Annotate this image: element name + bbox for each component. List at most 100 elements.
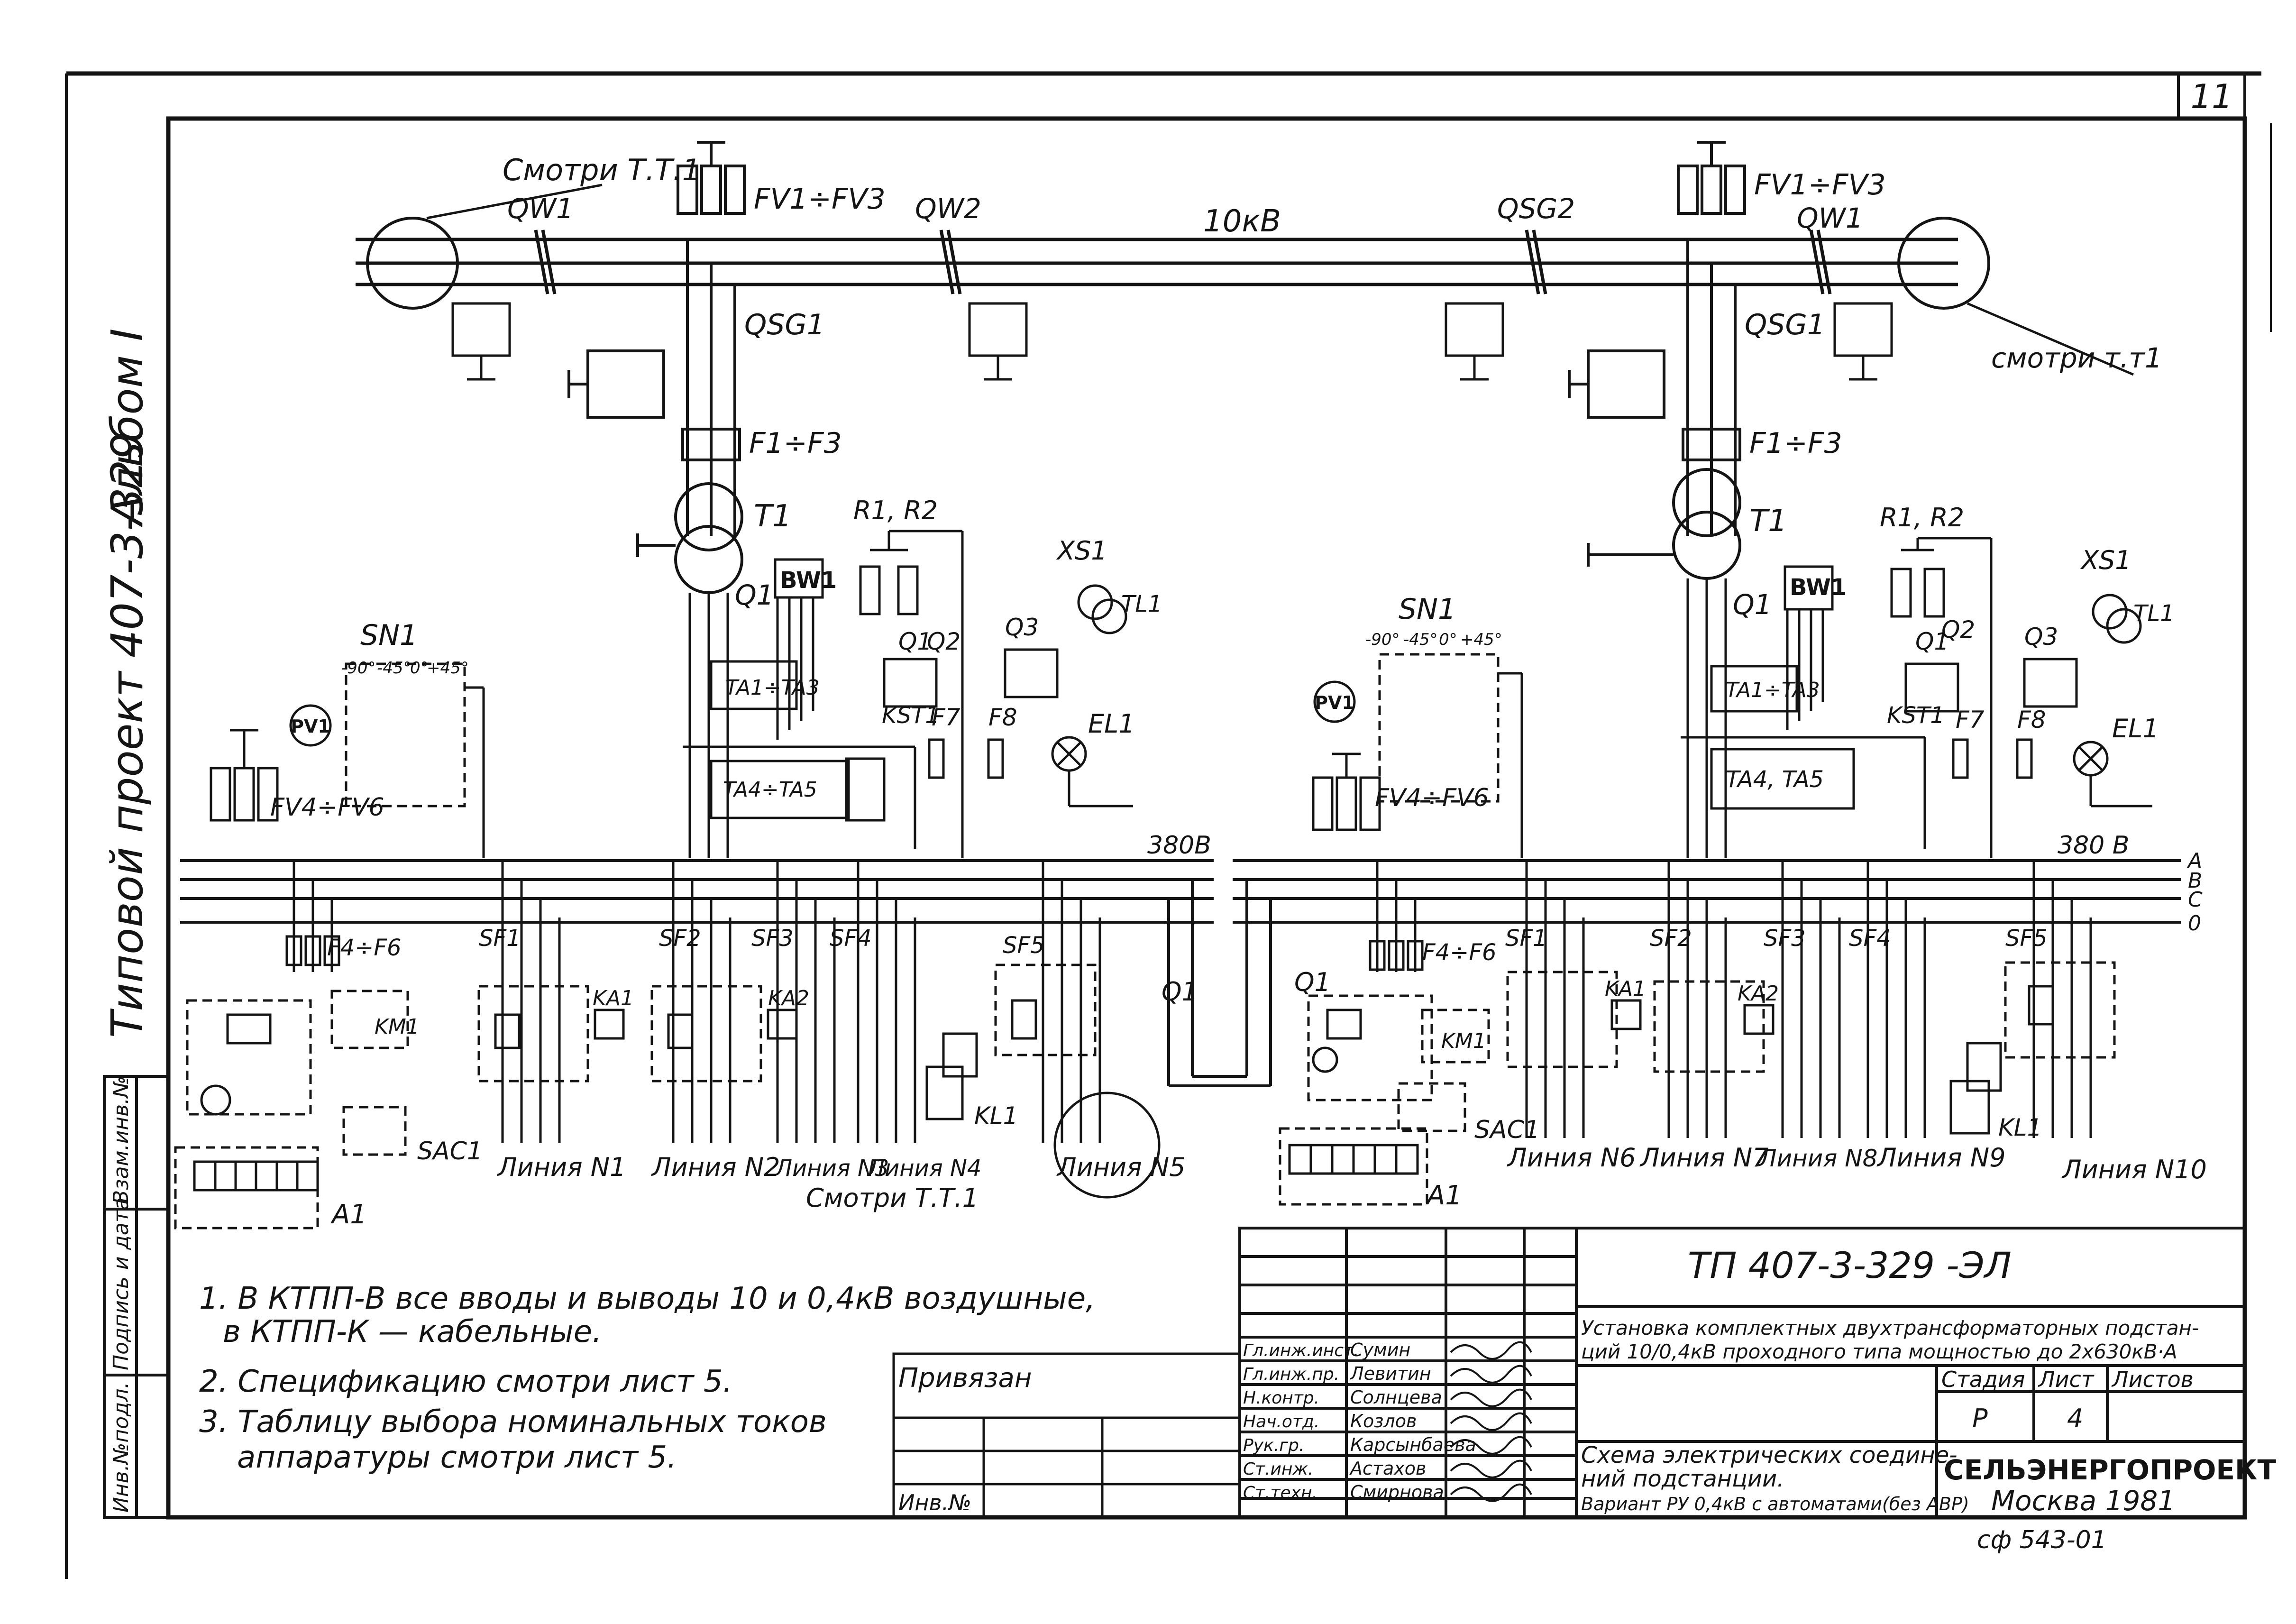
margin-replace-inv: Взам.инв.№ — [109, 1076, 133, 1204]
label-line-n9: Линия N9 — [1876, 1143, 2006, 1173]
label-angle-1-left: -90° — [341, 659, 376, 678]
label-bw1-right: BW1 — [1790, 574, 1847, 601]
header-stage: Стадия — [1941, 1367, 2025, 1392]
label-kst1-right: KST1 — [1887, 702, 1945, 729]
label-sf4-right: SF4 — [1849, 925, 1891, 952]
label-xs1-left: XS1 — [1056, 536, 1107, 566]
staff-name: Левитин — [1349, 1363, 1431, 1384]
label-angle-1-right: -90° — [1365, 630, 1400, 649]
label-angle-2-right: -45° — [1403, 630, 1438, 649]
label-f4-f6-left: F4÷F6 — [327, 935, 402, 961]
page-number: 11 — [2190, 77, 2232, 116]
label-line-n1: Линия N1 — [497, 1152, 626, 1182]
label-q3-right: Q3 — [2024, 623, 2058, 651]
bottom-code: сф 543-01 — [1977, 1526, 2107, 1554]
label-el1-left: EL1 — [1088, 709, 1135, 739]
label-pv1-right: PV1 — [1315, 692, 1354, 713]
bus-380-left — [180, 859, 1214, 924]
header-sheet: Лист — [2038, 1367, 2095, 1392]
staff-name: Козлов — [1350, 1411, 1417, 1431]
label-line-n10: Линия N10 — [2061, 1155, 2207, 1184]
label-t1-left: T1 — [754, 499, 792, 534]
label-ka1-right: KA1 — [1605, 977, 1646, 1001]
label-bw1-left: BW1 — [780, 567, 837, 594]
label-f8-left: F8 — [988, 704, 1017, 731]
label-line-n2: Линия N2 — [651, 1152, 780, 1182]
note-1-cont: в КТПП-К — кабельные. — [223, 1314, 602, 1349]
label-sf3-left: SF3 — [751, 925, 794, 952]
label-line-n7: Линия N7 — [1639, 1143, 1769, 1173]
label-qsg2: QSG2 — [1497, 193, 1575, 225]
city-year: Москва 1981 — [1991, 1485, 2175, 1517]
busbar-earthing-blocks — [451, 302, 1893, 381]
label-xs1-right: XS1 — [2080, 545, 2131, 575]
label-ta4-ta5-left: TA4÷TA5 — [723, 778, 817, 802]
label-q3-left: Q3 — [1005, 614, 1039, 641]
label-phase-b: B — [2188, 869, 2202, 893]
label-angle-4-left: +45° — [427, 659, 469, 678]
ref-right-top: смотри т.т1 — [1991, 342, 2162, 374]
label-el1-right: EL1 — [2112, 714, 2159, 743]
label-sf4-left: SF4 — [830, 925, 872, 952]
binding-label: Привязан — [898, 1363, 1032, 1394]
label-q1-left-breaker: Q1 — [735, 579, 774, 611]
label-km1-right: KM1 — [1441, 1029, 1486, 1053]
left-control — [859, 530, 1133, 858]
label-line-n6: Линия N6 — [1507, 1143, 1636, 1173]
right-lv-wiring — [1681, 565, 1926, 858]
value-sheet: 4 — [2067, 1404, 2083, 1433]
label-phase-0: 0 — [2188, 911, 2201, 936]
label-sf2-right: SF2 — [1650, 925, 1692, 952]
label-sf2-left: SF2 — [659, 925, 701, 952]
label-fv1-fv3-right: FV1÷FV3 — [1754, 168, 1886, 202]
label-fv1-fv3-left: FV1÷FV3 — [754, 183, 886, 216]
margin-stamp — [103, 1075, 170, 1519]
label-sac1-right: SAC1 — [1474, 1116, 1540, 1144]
binding-inv: Инв.№ — [898, 1490, 971, 1515]
left-outgoing-feeders — [174, 861, 1161, 1229]
label-ka2-right: KA2 — [1738, 982, 1779, 1006]
note-1: 1. В КТПП-В все вводы и выводы 10 и 0,4к… — [199, 1281, 1095, 1316]
staff-role: Нач.отд. — [1243, 1412, 1319, 1431]
label-km1-left: KM1 — [375, 1015, 420, 1039]
title-description-2: ций 10/0,4кВ проходного типа мощностью д… — [1581, 1340, 2177, 1363]
label-phase-a: A — [2186, 849, 2202, 873]
staff-role: Ст.техн. — [1243, 1483, 1317, 1503]
signature — [1450, 1483, 1532, 1502]
staff-role: Н.контр. — [1243, 1388, 1319, 1408]
label-phase-c: C — [2188, 888, 2203, 912]
busbar-10kv — [356, 217, 1990, 310]
staff-name: Солнцева — [1350, 1387, 1442, 1408]
project-title: Типовой проект 407-3-329 — [102, 432, 153, 1038]
left-line-drops — [501, 861, 1101, 1143]
staff-role: Гл.инж.инст. — [1243, 1341, 1359, 1360]
label-sn1-right: SN1 — [1399, 593, 1456, 626]
right-sn1-block — [1312, 653, 1523, 858]
label-f4-f6-right: F4÷F6 — [1422, 939, 1497, 966]
label-f8-right: F8 — [2017, 706, 2046, 734]
label-ka2-left: KA2 — [768, 986, 809, 1010]
label-r1r2-left: R1, R2 — [853, 495, 938, 525]
left-lv-wiring — [683, 558, 916, 858]
label-angle-2-left: -45° — [377, 659, 412, 678]
label-sf5-left: SF5 — [1003, 932, 1045, 959]
right-outgoing-feeders — [1279, 861, 2116, 1206]
label-line-n3: Линия N3 — [774, 1155, 889, 1182]
label-kl1-left: KL1 — [974, 1102, 1018, 1129]
label-f7-right: F7 — [1956, 706, 1985, 734]
label-qsg1-left: QSG1 — [744, 308, 825, 341]
label-f7-left: F7 — [932, 704, 960, 731]
label-sf5-right: SF5 — [2005, 925, 2048, 952]
label-ka1-left: KA1 — [593, 986, 634, 1010]
left-sn1-block — [210, 662, 485, 858]
label-q2-left: Q2 — [927, 628, 960, 655]
ref-left-top: Смотри Т.Т.1 — [503, 153, 701, 187]
label-380v-right: 380 В — [2058, 831, 2129, 860]
label-angle-3-right: 0° — [1439, 630, 1457, 649]
right-line-drops — [1525, 861, 2092, 1138]
label-a1-left: A1 — [330, 1199, 367, 1230]
label-fv4-fv6-left: FV4÷FV6 — [270, 793, 384, 822]
label-qw1-right: QW1 — [1797, 202, 1863, 234]
note-3: 3. Таблицу выбора номинальных токов — [199, 1404, 827, 1440]
staff-role: Ст.инж. — [1243, 1459, 1313, 1479]
